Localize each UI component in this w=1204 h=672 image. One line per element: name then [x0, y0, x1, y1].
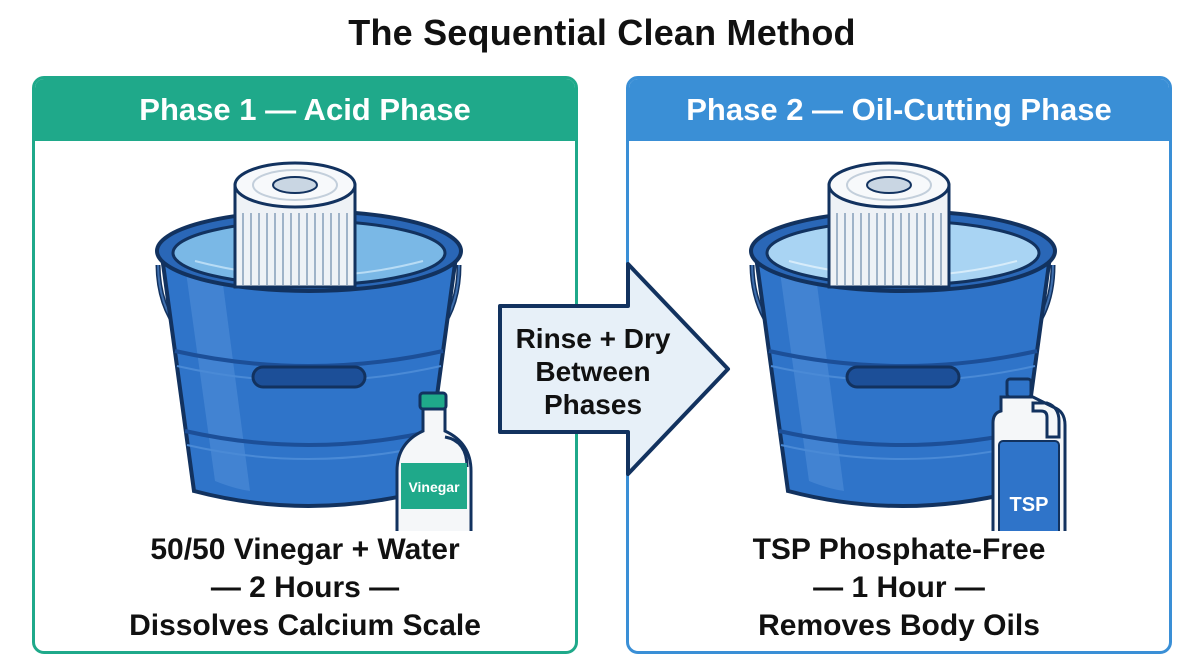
phase-1-panel: Phase 1 — Acid Phase	[32, 76, 578, 654]
diagram-title: The Sequential Clean Method	[348, 12, 856, 53]
phase-2-caption: TSP Phosphate-Free — 1 Hour — Removes Bo…	[629, 531, 1169, 645]
tsp-jug-icon: TSP	[991, 377, 1067, 531]
phase-1-caption-line-3: Dissolves Calcium Scale	[129, 609, 481, 642]
transition-label-line-3: Phases	[543, 389, 643, 420]
phase-2-panel: Phase 2 — Oil-Cutting Phase	[626, 76, 1172, 654]
phase-1-bucket-illustration: Vinegar	[155, 161, 473, 531]
transition-label-line-2: Between	[535, 356, 651, 387]
phase-2-caption-line-2: — 1 Hour —	[813, 571, 985, 604]
tsp-jug-label: TSP	[1010, 494, 1049, 516]
phase-2-bucket-illustration: TSP	[749, 161, 1067, 531]
filter-cartridge-icon	[827, 161, 951, 289]
phase-1-caption: 50/50 Vinegar + Water — 2 Hours — Dissol…	[35, 531, 575, 645]
bucket-icon	[155, 161, 463, 508]
transition-arrow	[498, 262, 730, 476]
phase-1-caption-line-2: — 2 Hours —	[210, 571, 400, 604]
phase-2-caption-line-1: TSP Phosphate-Free	[752, 533, 1046, 566]
vinegar-bottle-icon: Vinegar	[395, 391, 473, 531]
phase-2-header: Phase 2 — Oil-Cutting Phase	[629, 79, 1169, 141]
right-arrow-icon	[498, 262, 730, 476]
transition-label-line-1: Rinse + Dry	[515, 323, 671, 354]
phase-2-caption-line-3: Removes Body Oils	[758, 609, 1040, 642]
filter-cartridge-icon	[233, 161, 357, 289]
phase-1-caption-line-1: 50/50 Vinegar + Water	[150, 533, 460, 566]
transition-label: Rinse + Dry Between Phases	[500, 322, 686, 421]
bucket-icon	[749, 161, 1057, 508]
phase-1-header: Phase 1 — Acid Phase	[35, 79, 575, 141]
vinegar-bottle-label: Vinegar	[408, 479, 460, 495]
